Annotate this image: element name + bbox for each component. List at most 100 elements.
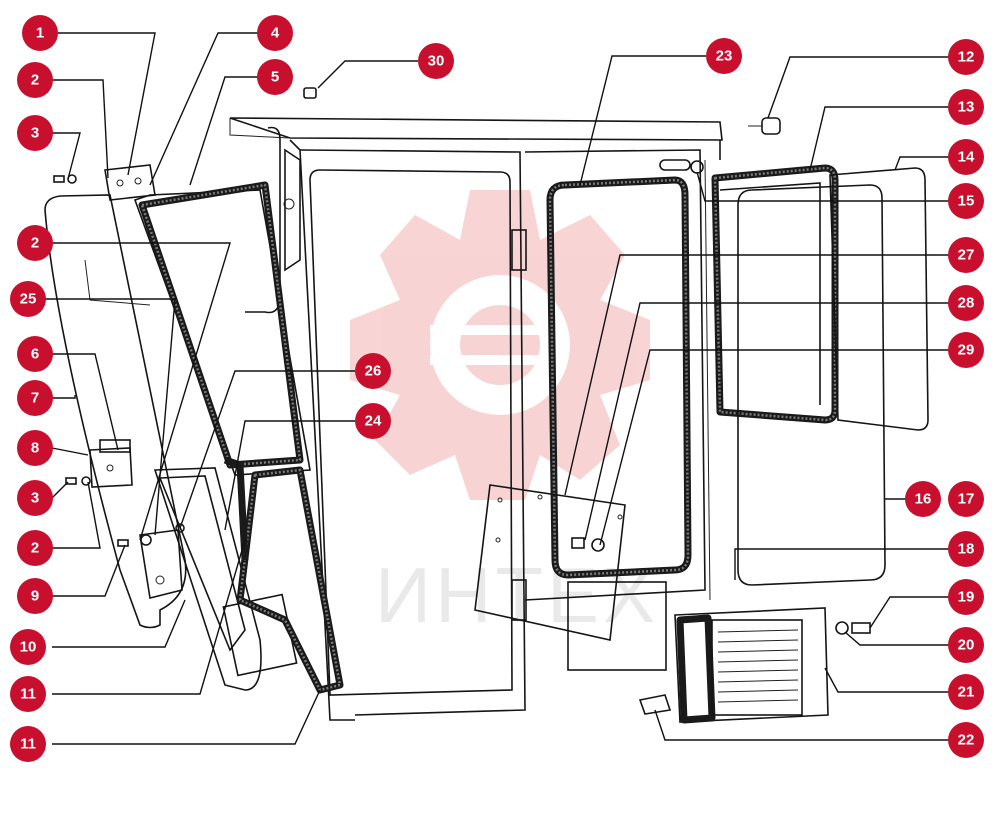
leader-5: [189, 76, 258, 186]
callout-12: 12: [948, 39, 984, 75]
leader-11b: [52, 689, 321, 745]
leader-22: [654, 709, 949, 741]
leader-28: [584, 302, 949, 541]
svg-text:12: 12: [958, 49, 975, 66]
callout-11: 11: [10, 726, 46, 762]
callout-30: 30: [418, 43, 454, 79]
leader-2a: [52, 79, 109, 179]
callout-28: 28: [948, 285, 984, 321]
heater-unit: [638, 607, 871, 724]
leader-24: [224, 420, 355, 531]
leader-30: [317, 60, 418, 89]
leader-14: [894, 156, 949, 171]
svg-text:15: 15: [958, 193, 975, 210]
svg-text:28: 28: [958, 295, 975, 312]
svg-text:14: 14: [958, 149, 975, 166]
callout-10: 10: [10, 629, 46, 665]
callout-21: 21: [948, 674, 984, 710]
callout-24: 24: [355, 403, 391, 439]
callout-22: 22: [948, 722, 984, 758]
leader-3a: [52, 132, 81, 180]
leader-13: [809, 106, 949, 171]
svg-text:16: 16: [915, 491, 932, 508]
leader-20: [844, 631, 949, 646]
latch-plate: [139, 529, 183, 599]
door-glass: [546, 176, 692, 579]
callout-14: 14: [948, 139, 984, 175]
svg-text:2: 2: [31, 72, 39, 89]
callout-26: 26: [355, 353, 391, 389]
svg-text:9: 9: [31, 588, 39, 605]
leader-25: [45, 298, 176, 536]
svg-text:18: 18: [958, 541, 975, 558]
cap-30: [303, 87, 317, 99]
svg-text:11: 11: [20, 686, 36, 703]
svg-text:2: 2: [31, 540, 39, 557]
left-door-panel: [44, 194, 187, 629]
leader-26: [179, 370, 355, 529]
callout-25: 25: [10, 281, 46, 317]
leader-lines: [45, 32, 949, 745]
lower-left-panel: [153, 467, 298, 691]
svg-text:17: 17: [958, 491, 975, 508]
leader-21: [824, 667, 949, 693]
svg-text:27: 27: [958, 247, 975, 264]
leader-18: [734, 548, 949, 580]
leader-6: [52, 353, 119, 451]
svg-text:3: 3: [31, 125, 39, 142]
svg-text:7: 7: [31, 390, 39, 407]
leader-11a: [52, 539, 246, 695]
door-lock-plate: [474, 484, 626, 641]
leader-4: [149, 32, 258, 186]
leader-23: [579, 55, 706, 186]
callout-19: 19: [948, 579, 984, 615]
svg-text:29: 29: [958, 342, 975, 359]
leader-1: [58, 32, 156, 176]
callout-15: 15: [948, 183, 984, 219]
svg-text:22: 22: [958, 732, 975, 749]
callout-1: 1: [22, 15, 58, 51]
svg-text:24: 24: [365, 413, 382, 430]
svg-text:5: 5: [271, 69, 279, 86]
svg-text:4: 4: [271, 25, 280, 42]
svg-text:23: 23: [716, 48, 733, 65]
svg-text:26: 26: [365, 363, 382, 380]
callout-17: 17: [948, 481, 984, 517]
heater-louvers: [717, 629, 799, 703]
leader-9: [52, 544, 126, 597]
leader-7: [52, 395, 76, 399]
callout-27: 27: [948, 237, 984, 273]
callout-4: 4: [257, 15, 293, 51]
leader-3b: [51, 481, 69, 499]
rear-window: [711, 164, 839, 424]
top-bolts: [659, 117, 781, 174]
svg-text:3: 3: [31, 490, 39, 507]
callout-3: 3: [17, 115, 53, 151]
callout-11: 11: [10, 676, 46, 712]
callout-5: 5: [257, 59, 293, 95]
svg-text:11: 11: [20, 736, 36, 753]
svg-text:8: 8: [31, 440, 39, 457]
leader-2c: [52, 481, 101, 549]
svg-text:20: 20: [958, 637, 975, 654]
left-inner-window: [133, 181, 311, 476]
callout-20: 20: [948, 627, 984, 663]
callout-8: 8: [17, 430, 53, 466]
svg-text:10: 10: [20, 639, 37, 656]
callout-23: 23: [706, 38, 742, 74]
svg-text:2: 2: [31, 235, 39, 252]
callout-29: 29: [948, 332, 984, 368]
leader-8: [51, 447, 89, 456]
leader-19: [869, 596, 949, 629]
svg-text:6: 6: [31, 346, 39, 363]
svg-text:1: 1: [36, 25, 44, 42]
watermark-logo: [350, 190, 650, 500]
leader-29: [599, 349, 949, 546]
svg-text:25: 25: [20, 291, 37, 308]
callout-13: 13: [948, 89, 984, 125]
svg-text:13: 13: [958, 99, 975, 116]
callout-2: 2: [17, 225, 53, 261]
leader-27: [564, 254, 949, 496]
callout-2: 2: [17, 530, 53, 566]
callout-18: 18: [948, 531, 984, 567]
